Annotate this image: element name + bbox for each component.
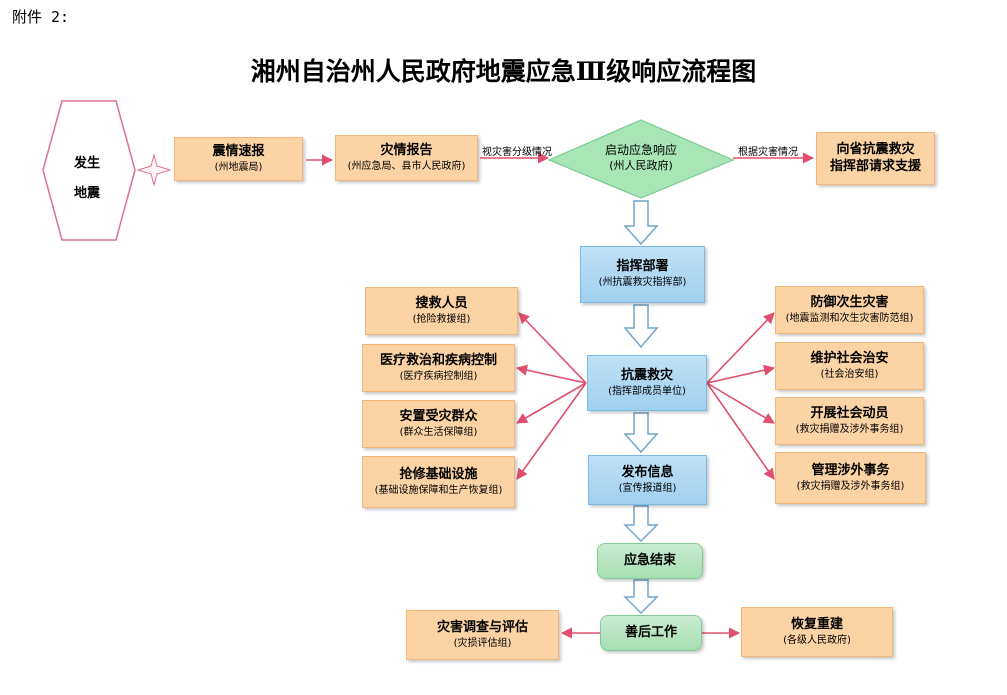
publish-box: 发布信息 (宣传报道组)	[588, 455, 707, 505]
arrow-relief-to-medical	[515, 364, 587, 384]
relief-sub: (指挥部成员单位)	[608, 385, 686, 397]
relief-title: 抗震救灾	[620, 367, 673, 383]
earthquake-line1: 发生	[73, 156, 100, 171]
right-task-security: 维护社会治安 (社会治安组)	[775, 342, 924, 390]
province-request-line2: 指挥部请求支援	[829, 158, 921, 174]
rapid-report-sub: (州地震局)	[214, 161, 263, 173]
earthquake-line2: 地震	[73, 186, 100, 201]
arrow-relief-to-infrastructure	[516, 382, 587, 480]
right-task-title: 管理涉外事务	[811, 462, 890, 478]
command-title: 指挥部署	[616, 259, 669, 275]
down-arrow-4	[623, 505, 659, 543]
left-task-sub: (群众生活保障组)	[399, 426, 478, 438]
investigation-title: 灾害调查与评估	[436, 619, 528, 635]
province-request-box: 向省抗震救灾 指挥部请求支援	[816, 132, 935, 185]
rapid-report-title: 震情速报	[212, 143, 265, 159]
right-task-title: 维护社会治安	[810, 350, 889, 366]
right-task-secondary: 防御次生灾害 (地震监测和次生灾害防范组)	[775, 286, 924, 334]
relief-box: 抗震救灾 (指挥部成员单位)	[587, 355, 707, 411]
left-task-sub: (医疗疾病控制组)	[399, 370, 478, 382]
start-response-title: 启动应急响应	[604, 143, 677, 157]
publish-title: 发布信息	[621, 464, 674, 480]
left-task-title: 抢修基础设施	[399, 466, 478, 482]
rebuild-sub: (各级人民政府)	[783, 634, 851, 646]
down-arrow-5	[623, 579, 659, 615]
earthquake-hexagon	[42, 100, 136, 241]
investigation-box: 灾害调查与评估 (灾损评估组)	[406, 610, 559, 660]
start-response-sub: (州人民政府)	[609, 158, 673, 172]
attachment-label: 附件 2:	[12, 8, 70, 26]
aftermath-box: 善后工作	[600, 615, 702, 651]
left-task-sub: (基础设施保障和生产恢复组)	[374, 484, 503, 496]
right-task-mobilize: 开展社会动员 (救灾捐赠及涉外事务组)	[775, 397, 924, 445]
province-request-line1: 向省抗震救灾	[836, 142, 915, 158]
arrow-relief-to-mobilize	[706, 382, 775, 424]
left-task-title: 安置受灾群众	[399, 408, 478, 424]
left-task-title: 搜救人员	[415, 295, 468, 311]
right-task-title: 防御次生灾害	[810, 294, 889, 310]
start-response-diamond	[547, 119, 735, 199]
arrow-relief-to-shelter	[516, 382, 587, 424]
arrow-relief-to-search	[518, 312, 587, 384]
down-arrow-3	[623, 412, 659, 454]
publish-sub: (宣传报道组)	[618, 482, 677, 494]
page-title: 湘州自治州人民政府地震应急Ⅲ级响应流程图	[250, 57, 757, 86]
left-task-medical: 医疗救治和疾病控制 (医疗疾病控制组)	[362, 344, 515, 392]
right-task-foreign: 管理涉外事务 (救灾捐赠及涉外事务组)	[775, 452, 926, 504]
disaster-report-sub: (州应急局、县市人民政府)	[347, 160, 466, 172]
arrow-relief-to-foreign	[706, 382, 775, 480]
left-task-sub: (抢险救援组)	[412, 313, 471, 325]
disaster-report-box: 灾情报告 (州应急局、县市人民政府)	[335, 135, 478, 181]
command-box: 指挥部署 (州抗震救灾指挥部)	[580, 246, 705, 303]
right-task-sub: (救灾捐赠及涉外事务组)	[796, 480, 905, 492]
disaster-report-title: 灾情报告	[380, 142, 433, 158]
rapid-report-box: 震情速报 (州地震局)	[174, 137, 303, 181]
command-sub: (州抗震救灾指挥部)	[598, 277, 687, 289]
down-arrow-1	[623, 200, 659, 246]
right-task-sub: (社会治安组)	[820, 368, 879, 380]
rebuild-box: 恢复重建 (各级人民政府)	[741, 607, 893, 657]
right-task-title: 开展社会动员	[810, 405, 889, 421]
aftermath-title: 善后工作	[624, 624, 677, 640]
spark-star-icon	[136, 153, 172, 187]
arrow-relief-to-security	[706, 364, 776, 384]
edge-label-grade: 视灾害分级情况	[482, 147, 552, 158]
right-task-sub: (地震监测和次生灾害防范组)	[785, 312, 914, 324]
left-task-infrastructure: 抢修基础设施 (基础设施保障和生产恢复组)	[362, 456, 515, 508]
left-task-search: 搜救人员 (抢险救援组)	[365, 287, 518, 335]
start-response-text: 启动应急响应 (州人民政府)	[558, 143, 724, 173]
right-task-sub: (救灾捐赠及涉外事务组)	[795, 423, 904, 435]
end-box: 应急结束	[597, 543, 703, 579]
down-arrow-2	[623, 304, 659, 349]
end-title: 应急结束	[623, 552, 676, 568]
investigation-sub: (灾损评估组)	[453, 637, 512, 649]
left-task-shelter: 安置受灾群众 (群众生活保障组)	[362, 400, 515, 448]
edge-label-situation: 根据灾害情况	[738, 147, 798, 158]
rebuild-title: 恢复重建	[790, 616, 843, 632]
left-task-title: 医疗救治和疾病控制	[379, 352, 497, 368]
arrow-relief-to-secondary	[706, 312, 775, 384]
